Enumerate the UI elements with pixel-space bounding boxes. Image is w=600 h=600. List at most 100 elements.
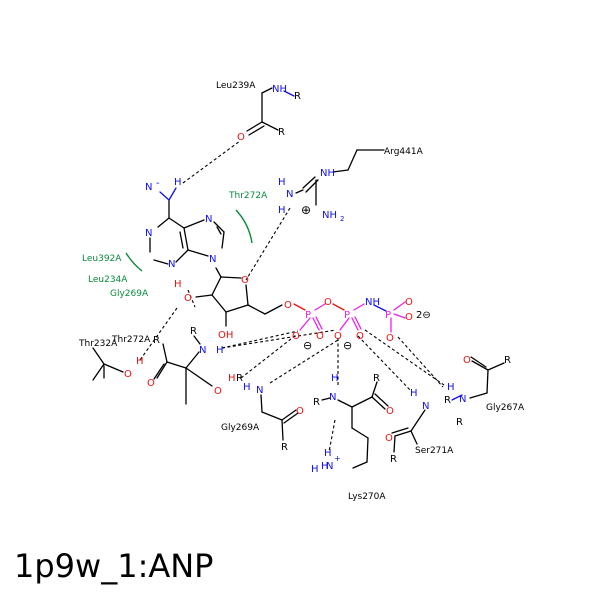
adenine-n1: N xyxy=(145,228,152,239)
leu239a-backbone xyxy=(246,87,295,136)
arg441a-sidechain xyxy=(295,149,385,206)
ribose-2oh-h: H xyxy=(174,279,182,290)
residue-label-leu239a: Leu239A xyxy=(216,81,256,91)
lys270a-nz-h2: H xyxy=(311,464,319,475)
arg441a-positive-charge: ⊕ xyxy=(301,203,311,217)
thr232a-og1-h: H xyxy=(136,356,144,367)
gly269a-oh-h: H xyxy=(228,373,236,384)
lys270a-amide-n: N xyxy=(329,392,336,403)
thr272a-carbonyl-o: O xyxy=(147,378,155,389)
adenine-amine-h-dash: - xyxy=(156,178,160,189)
phosphate-alpha-o2: O xyxy=(316,331,324,342)
thr272a-og1-o: O xyxy=(214,386,222,397)
arg441a-ne-nh: NH xyxy=(320,168,335,179)
residue-label-gly269a: Gly269A xyxy=(221,423,260,433)
leu239a-r-group: R xyxy=(294,91,301,102)
adenine-n3: N xyxy=(168,259,175,270)
phosphate-bridge-nh: NH xyxy=(365,297,380,308)
adenine-amine-h: H xyxy=(174,177,182,188)
adenine-amine-n: N xyxy=(145,182,152,193)
residue-label-thr272a: Thr272A xyxy=(111,335,151,345)
hydrophobic-arc-leu392a xyxy=(125,252,143,272)
phosphate-bridge-o: O xyxy=(324,297,332,308)
lys270a-r-group: R xyxy=(313,397,320,408)
arg441a-nh2-subscript: 2 xyxy=(340,215,344,223)
atom-labels: NH R R O NH H N H NH 2 ⊕ N H - N N N N O… xyxy=(124,84,511,475)
alpha-phosphate-charge: ⊖ xyxy=(303,339,312,352)
phosphate-gamma-o3: O xyxy=(386,333,394,344)
ser271a-backbone xyxy=(391,409,426,453)
ser271a-carbonyl-o: O xyxy=(385,433,393,444)
gly269a-amide-n: N xyxy=(256,385,263,396)
ser271a-r-group: R xyxy=(390,454,397,465)
phosphate-alpha-o1: O xyxy=(292,331,300,342)
arg441a-nh2: NH xyxy=(322,210,337,221)
gly267a-carbonyl-o: O xyxy=(463,355,471,366)
hydrophobic-contacts xyxy=(125,209,253,272)
lys270a-amide-h: H xyxy=(331,373,339,384)
ser271a-r-side: R xyxy=(444,395,451,406)
gly267a-amide-n: N xyxy=(459,394,466,405)
thr272a-amide-n: N xyxy=(199,345,206,356)
residue-label-leu234a: Leu234A xyxy=(88,275,128,285)
beta-phosphate-charge: ⊖ xyxy=(343,339,352,352)
phosphate-alpha-p: P xyxy=(305,310,311,321)
ser271a-amide-h: H xyxy=(410,388,418,399)
phosphate-gamma-o1: O xyxy=(405,297,413,308)
residue-labels: Leu239A Arg441A Thr272A Leu392A Leu234A … xyxy=(78,81,525,502)
lys270a-carbonyl-r: R xyxy=(373,373,380,384)
residue-label-arg441a: Arg441A xyxy=(384,147,424,157)
ribose-3oh: OH xyxy=(218,330,233,341)
lys270a-nz-h1: H xyxy=(324,448,332,459)
thr272a-backbone xyxy=(153,335,213,405)
phosphate-beta-o1: O xyxy=(334,331,342,342)
gly267a-carbonyl-r: R xyxy=(504,355,511,366)
ribose-2oh-o: O xyxy=(184,293,192,304)
residue-label-thr232a: Thr232A xyxy=(78,339,118,349)
ser271a-amide-n: N xyxy=(422,401,429,412)
hydrogen-bonds xyxy=(139,140,445,453)
adenine-n7: N xyxy=(205,214,212,225)
leu239a-amide-nh: NH xyxy=(272,84,287,95)
gly269a-r-group: R xyxy=(281,442,288,453)
gly267a-backbone xyxy=(451,356,505,401)
lys270a-nz-charge: + xyxy=(334,454,341,463)
residue-label-ser271a: Ser271A xyxy=(415,446,454,456)
residue-label-lys270a: Lys270A xyxy=(348,492,386,502)
hydrophobic-arc-thr272a xyxy=(235,209,253,244)
gly267a-r-group: R xyxy=(456,417,463,428)
gly269a-r-prefix: R xyxy=(236,373,243,384)
anp-ligand xyxy=(149,187,406,333)
arg441a-nh-h2: H xyxy=(278,205,286,216)
lys270a-carbonyl-o: O xyxy=(386,406,394,417)
thr232a-og1-o: O xyxy=(124,369,132,380)
thr272a-amide-r: R xyxy=(190,326,197,337)
arg441a-nh-n: N xyxy=(286,189,293,200)
arg441a-nh-h: H xyxy=(278,177,286,188)
gly269a-carbonyl-o: O xyxy=(296,406,304,417)
residue-label-gly267a: Gly267A xyxy=(486,403,525,413)
adenine-n9: N xyxy=(209,254,216,265)
gly269a-amide-h: H xyxy=(243,382,251,393)
phosphate-beta-p: P xyxy=(344,310,350,321)
phosphate-gamma-p: P xyxy=(385,310,391,321)
thr272a-r-group: R xyxy=(153,335,160,346)
thr272a-amide-h: H xyxy=(216,345,224,356)
phosphate-beta-o2: O xyxy=(356,331,364,342)
leu239a-carbonyl-o: O xyxy=(237,132,245,143)
ribose-ring-o: O xyxy=(241,275,249,286)
thr232a-sidechain xyxy=(92,347,124,381)
lys270a-nz-n: N xyxy=(326,461,333,472)
leu239a-carbonyl-r: R xyxy=(278,127,285,138)
phosphate-gamma-o2: O xyxy=(405,312,413,323)
diagram-title: 1p9w_1:ANP xyxy=(14,547,214,585)
ribose-5-o: O xyxy=(284,300,292,311)
residue-label-leu392a: Leu392A xyxy=(82,254,122,264)
lys270a-sidechain xyxy=(321,381,389,469)
gly269a-backbone xyxy=(260,394,299,441)
gamma-phosphate-charge: 2⊖ xyxy=(416,310,431,321)
residue-label-gly269a-hydrophobic: Gly269A xyxy=(110,289,149,299)
residue-label-thr272a-hydrophobic: Thr272A xyxy=(228,191,268,201)
